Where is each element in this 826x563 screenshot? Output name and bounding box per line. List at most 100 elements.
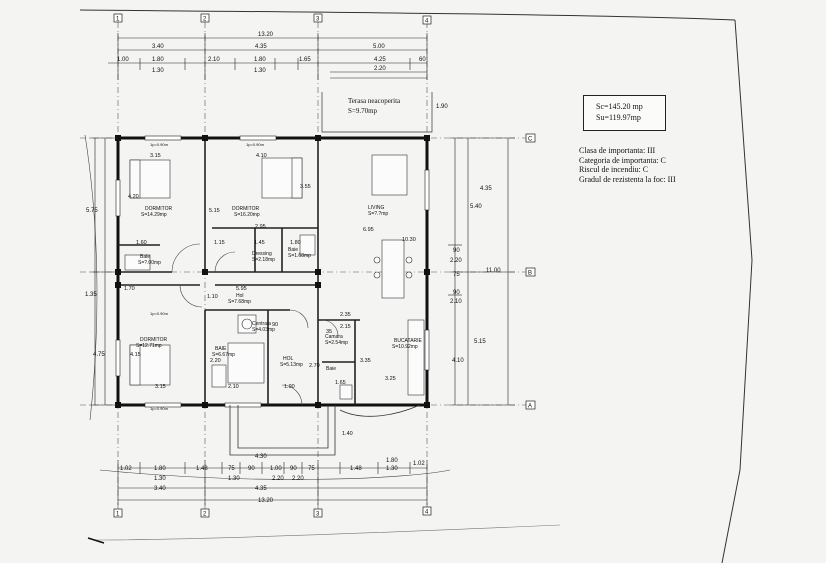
note-importance-class: Clasa de importanta: III bbox=[579, 146, 656, 155]
dim-right-s2: 2.20 bbox=[450, 258, 462, 264]
dim-top-r3-1: 1.30 bbox=[152, 68, 164, 74]
dim-bottom-4: 75 bbox=[228, 466, 235, 472]
built-area: Sc=145.20 mp bbox=[596, 102, 643, 111]
room-area-centrala: S=4.03mp bbox=[252, 327, 275, 333]
dim-top-r2-5: 1.65 bbox=[299, 57, 311, 63]
window-label-3: 1p=0.90m bbox=[150, 311, 169, 316]
dim-right-s4: 90 bbox=[453, 290, 460, 296]
furniture bbox=[124, 154, 425, 400]
dim-int-2: 4.10 bbox=[256, 153, 267, 159]
axis-label-c: C bbox=[528, 137, 533, 143]
dim-top-r3-2: 1.30 bbox=[254, 68, 266, 74]
building-classification-notes: Clasa de importanta: III Categoria de im… bbox=[579, 146, 676, 184]
axis-label-3-bottom: 3 bbox=[316, 512, 320, 518]
room-area-dormitor-3: S=12.71mp bbox=[136, 343, 162, 349]
front-step-curve bbox=[339, 404, 421, 417]
room-name-baie-1: Baie bbox=[140, 254, 150, 260]
room-name-bucatarie: BUCATARIE bbox=[394, 338, 423, 344]
dim-bottom-r2-1: 1.30 bbox=[154, 476, 166, 482]
dim-bottom-11: 1.02 bbox=[413, 461, 425, 467]
bottom-dimension-chains bbox=[117, 460, 428, 505]
terrace-name: Terasa neacoperita bbox=[348, 97, 401, 105]
terrace-area: S=9.70mp bbox=[348, 107, 378, 115]
axis-label-2-top: 2 bbox=[203, 17, 207, 23]
note-fire-risk: Riscul de incendiu: C bbox=[579, 165, 649, 174]
dim-bottom-center: 4.30 bbox=[255, 454, 267, 460]
dim-int-17: 2.15 bbox=[340, 324, 351, 330]
dim-bottom-9: 1.48 bbox=[350, 466, 362, 472]
axis-label-3-top: 3 bbox=[316, 17, 320, 23]
dim-bottom-r2-5: 1.30 bbox=[386, 466, 398, 472]
dim-bottom-10: 1.80 bbox=[386, 458, 398, 464]
dim-top-r2-4: 1.80 bbox=[254, 57, 266, 63]
left-dimension-chains bbox=[90, 137, 118, 406]
axis-label-4-bottom: 4 bbox=[425, 510, 429, 516]
axis-label-b: B bbox=[528, 271, 532, 277]
dim-top-r2-7: 60 bbox=[419, 57, 426, 63]
dim-right-s5: 2.10 bbox=[450, 299, 462, 305]
room-name-baie-3: BAIE bbox=[215, 346, 227, 352]
dim-bottom-r3-2: 4.35 bbox=[255, 486, 267, 492]
dim-int-18: 90 bbox=[272, 322, 278, 328]
room-name-dormitor-1: DORMITOR bbox=[145, 206, 173, 212]
dim-int-20: 4.15 bbox=[130, 352, 141, 358]
door-swings bbox=[171, 243, 339, 406]
dim-terrace-depth: 1.90 bbox=[436, 104, 448, 110]
room-name-hol-2: HOL bbox=[283, 356, 294, 362]
dim-bottom-6: 1.00 bbox=[270, 466, 282, 472]
room-area-baie-3: S=6.67mp bbox=[212, 352, 235, 358]
dim-bottom-r3-1: 3.40 bbox=[154, 486, 166, 492]
top-dimension-chains bbox=[108, 33, 428, 80]
dim-top-1: 3.40 bbox=[152, 44, 164, 50]
dim-right-1: 4.35 bbox=[480, 186, 492, 192]
dim-int-29: 35 bbox=[326, 329, 332, 335]
terrace-outline bbox=[321, 92, 433, 133]
room-name-camara: Camara bbox=[325, 334, 343, 340]
dim-int-7: 1.15 bbox=[214, 240, 225, 246]
dim-int-25: 2.70 bbox=[309, 363, 320, 369]
dim-left-3: 1.35 bbox=[85, 292, 97, 298]
dim-left-1: 5.75 bbox=[86, 208, 98, 214]
window-label-1: 1p=0.90m bbox=[150, 142, 169, 147]
room-area-camara: S=2.54mp bbox=[325, 340, 348, 346]
usable-area: Su=119.97mp bbox=[596, 113, 641, 122]
dim-int-26: 1.65 bbox=[335, 380, 346, 386]
axis-label-1-bottom: 1 bbox=[116, 512, 120, 518]
bottom-curve bbox=[99, 469, 451, 480]
dim-top-total: 13.20 bbox=[258, 32, 274, 38]
dim-int-5: 3.55 bbox=[300, 184, 311, 190]
note-importance-category: Categoria de importanta: C bbox=[579, 155, 666, 165]
room-area-bucatarie: S=10.92mp bbox=[392, 344, 418, 350]
dim-top-r2-1: 1.00 bbox=[117, 57, 129, 63]
dim-bottom-r2-2: 1.30 bbox=[228, 476, 240, 482]
dim-top-r3-3: 2.20 bbox=[374, 66, 386, 72]
sheet-bottom-border bbox=[94, 524, 561, 541]
dim-left-2: 4.75 bbox=[93, 352, 105, 358]
dim-right-2: 5.40 bbox=[470, 204, 482, 210]
dim-right-3: 5.15 bbox=[474, 339, 486, 345]
dim-int-3: 4.20 bbox=[128, 194, 139, 200]
sheet-right-border bbox=[721, 19, 753, 563]
window-label-2: 1p=0.90m bbox=[246, 142, 265, 147]
dim-int-27: 3.25 bbox=[385, 376, 396, 382]
room-area-hol-2: S=5.13mp bbox=[280, 362, 303, 368]
dim-bottom-r2-4: 2.20 bbox=[292, 476, 304, 482]
room-area-baie-1: S=?.00mp bbox=[138, 260, 161, 266]
dim-bottom-2: 1.80 bbox=[154, 466, 166, 472]
dim-int-23: 2.10 bbox=[228, 384, 239, 390]
dim-right-outer: 11.00 bbox=[486, 268, 501, 274]
windows bbox=[115, 135, 430, 408]
dim-int-6: 2.95 bbox=[255, 224, 266, 230]
scan-mark bbox=[87, 537, 105, 544]
room-area-dormitor-1: S=14.29mp bbox=[141, 212, 167, 218]
room-area-living: S=?.?mp bbox=[368, 211, 388, 217]
dim-top-r2-2: 1.80 bbox=[152, 57, 164, 63]
dim-int-15: 10.30 bbox=[402, 237, 416, 243]
dim-int-21: 2.20 bbox=[210, 358, 221, 364]
left-curve bbox=[84, 134, 98, 421]
dim-int-1: 3.15 bbox=[150, 153, 161, 159]
dim-right-s3: 75 bbox=[453, 272, 460, 278]
room-name-centrala: Centrala bbox=[252, 321, 271, 327]
room-name-dormitor-3: DORMITOR bbox=[140, 337, 168, 343]
